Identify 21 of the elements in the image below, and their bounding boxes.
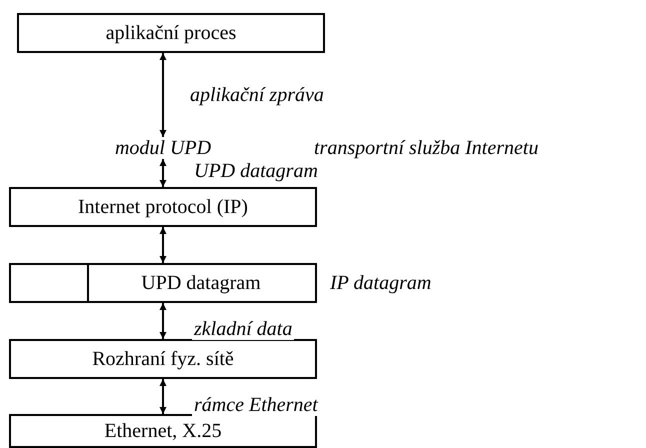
layer-name: Rozhraní fyz. sítě: [92, 348, 234, 370]
layer-box: [9, 187, 317, 227]
arrow: [160, 159, 166, 187]
layer-name: aplikační proces: [106, 22, 236, 44]
arrow: [160, 227, 166, 263]
side-label: IP datagram: [328, 272, 434, 294]
note-label: transportní služba Internetu: [312, 137, 540, 159]
layer-box: [17, 13, 325, 53]
arrow: [160, 53, 166, 137]
layer-name: Ethernet, X.25: [104, 420, 222, 442]
layer-box: [9, 414, 317, 448]
layer-name: UPD datagram: [141, 272, 261, 294]
edge-label: aplikační zpráva: [188, 84, 326, 106]
datagram-box: [9, 263, 317, 303]
arrow: [160, 379, 166, 414]
edge-label: zkladní data: [192, 318, 294, 340]
layer-name: Internet protocol (IP): [78, 196, 248, 218]
edge-label: rámce Ethernet: [192, 394, 320, 416]
arrow: [160, 303, 166, 339]
layer-box: [9, 339, 317, 379]
module-label: modul UPD: [100, 137, 226, 159]
